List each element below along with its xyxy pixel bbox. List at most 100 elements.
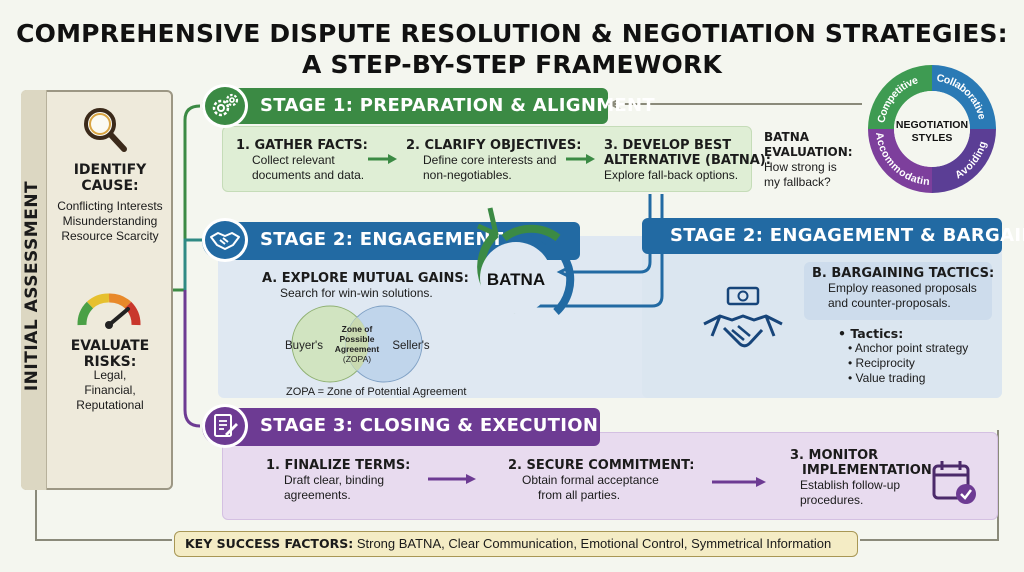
evaluate-risks-list: Legal, Financial, Reputational: [50, 368, 170, 413]
zopa-line: Possible: [340, 334, 375, 344]
develop-batna-title-2: ALTERNATIVE (BATNA):: [604, 153, 771, 168]
gather-facts-title: 1. GATHER FACTS:: [236, 138, 368, 153]
bargaining-title: B. BARGAINING TACTICS:: [812, 266, 995, 281]
identify-cause-list: Conflicting Interests Misunderstanding R…: [50, 199, 170, 244]
connector-to-stage3: [183, 290, 201, 428]
style-collaborative-segment: [932, 65, 996, 129]
stage1-step1: 1. GATHER FACTS: Collect relevant docume…: [236, 138, 376, 183]
tactics-list: • Tactics: • Anchor point strategy • Rec…: [838, 326, 998, 386]
initial-assessment-label: INITIAL ASSESSMENT: [22, 180, 42, 392]
stage1-step2: 2. CLARIFY OBJECTIVES: Define core inter…: [406, 138, 582, 183]
bargaining-tactics-box: [804, 262, 992, 320]
monitor-desc-1: Establish follow-up: [800, 478, 901, 492]
stage1-steps-box: [222, 126, 752, 192]
document-pen-icon: [202, 404, 248, 448]
style-competitive-segment: [868, 65, 932, 129]
stage3-panel: [222, 432, 998, 520]
tactic-item: • Reciprocity: [848, 356, 915, 370]
key-text: Strong BATNA, Clear Communication, Emoti…: [356, 536, 832, 551]
stage1-title: STAGE 1: PREPARATION & ALIGNMENT: [260, 95, 655, 116]
zopa-line: Zone of: [342, 324, 373, 334]
arrow-right-icon: [368, 154, 397, 164]
clarify-objectives-desc: Define core interests and non-negotiable…: [423, 153, 557, 182]
page-title: COMPREHENSIVE DISPUTE RESOLUTION & NEGOT…: [0, 18, 1024, 80]
stage3-step2: 2. SECURE COMMITMENT: Obtain formal acce…: [508, 458, 698, 503]
title-line-2: A STEP-BY-STEP FRAMEWORK: [302, 50, 722, 79]
batna-evaluation: BATNA EVALUATION: How strong is my fallb…: [764, 130, 864, 190]
identify-item: Misunderstanding: [62, 214, 158, 228]
initial-assessment-bar: [21, 90, 47, 490]
mutual-gains-title: A. EXPLORE MUTUAL GAINS:: [262, 271, 469, 286]
arrow-right-icon: [712, 477, 766, 487]
negotiation-styles-wheel: Competitive Collaborative Avoiding Accom…: [862, 62, 996, 193]
style-avoiding-segment: [932, 129, 996, 193]
batna-cycle: BATNA: [476, 194, 664, 315]
stage1-step3: 3. DEVELOP BEST ALTERNATIVE (BATNA): Exp…: [604, 138, 771, 183]
money-handshake-icon: [703, 286, 783, 348]
styles-return-arrowhead: [607, 98, 621, 110]
gears-icon: [202, 84, 248, 128]
monitor-title-1: 3. MONITOR: [790, 448, 879, 463]
batna-eval-title-1: BATNA: [764, 130, 810, 144]
magnifier-icon: [84, 108, 127, 152]
stage3-header: STAGE 3: CLOSING & EXECUTION: [202, 404, 600, 448]
stage3-step1: 1. FINALIZE TERMS: Draft clear, binding …: [266, 458, 436, 503]
connector-to-stage1: [173, 104, 201, 292]
connector-to-stage2: [183, 238, 202, 290]
seller-label: Seller's: [392, 340, 430, 352]
stage3-title: STAGE 3: CLOSING & EXECUTION: [260, 415, 599, 436]
tactic-item: • Value trading: [848, 371, 926, 385]
key-success-factors: KEY SUCCESS FACTORS: Strong BATNA, Clear…: [174, 531, 858, 557]
stage3-step3: 3. MONITOR IMPLEMENTATION Establish foll…: [790, 448, 940, 508]
finalize-terms-desc-2: agreements.: [284, 488, 351, 502]
stage3-to-key-line: [860, 430, 999, 541]
bargaining-tactics: B. BARGAINING TACTICS: Employ reasoned p…: [812, 266, 995, 311]
stage2-title: STAGE 2: ENGAGEMENT: [260, 229, 504, 250]
tactic-item: • Anchor point strategy: [848, 341, 969, 355]
stage2b-header: STAGE 2: ENGAGEMENT & BARGAINING: [642, 218, 1024, 254]
calendar-check-icon: [932, 461, 976, 504]
batna-eval-title-2: EVALUATION:: [764, 145, 853, 159]
risk-item: Reputational: [76, 398, 144, 412]
arrow-right-icon: [566, 154, 595, 164]
style-accommodating-segment: [868, 129, 932, 193]
batna-eval-desc-1: How strong is: [764, 160, 837, 174]
develop-batna-desc: Explore fall-back options.: [604, 168, 739, 182]
monitor-title-2: IMPLEMENTATION: [802, 463, 932, 478]
bargaining-desc-1: Employ reasoned proposals: [828, 281, 977, 295]
secure-commitment-desc-2: from all parties.: [538, 488, 621, 502]
styles-center-2: STYLES: [912, 132, 953, 144]
bargaining-desc-2: and counter-proposals.: [828, 296, 951, 310]
initial-to-key-line: [35, 490, 172, 541]
zopa-venn-diagram: Buyer's Seller's Zone of Possible Agreem…: [285, 305, 430, 383]
secure-commitment-desc-1: Obtain formal acceptance: [522, 473, 659, 487]
buyer-label: Buyer's: [285, 340, 323, 352]
gather-facts-desc: Collect relevant documents and data.: [252, 153, 365, 182]
finalize-terms-desc-1: Draft clear, binding: [284, 473, 385, 487]
explore-mutual-gains: A. EXPLORE MUTUAL GAINS: Search for win-…: [262, 271, 482, 301]
monitor-desc-2: procedures.: [800, 493, 864, 507]
zopa-line: (ZOPA): [343, 354, 371, 364]
develop-batna-title-1: 3. DEVELOP BEST: [604, 138, 732, 153]
batna-cycle-label: BATNA: [487, 270, 545, 289]
mutual-gains-desc: Search for win-win solutions.: [280, 286, 433, 300]
title-line-1: COMPREHENSIVE DISPUTE RESOLUTION & NEGOT…: [16, 19, 1008, 48]
identify-item: Conflicting Interests: [57, 199, 163, 213]
batna-eval-desc-2: my fallback?: [764, 175, 831, 189]
secure-commitment-title: 2. SECURE COMMITMENT:: [508, 458, 695, 473]
styles-center-1: NEGOTIATION: [896, 119, 968, 131]
evaluate-risks-title: EVALUATE RISKS:: [70, 338, 150, 370]
clarify-objectives-title: 2. CLARIFY OBJECTIVES:: [406, 138, 582, 153]
identify-cause-title: IDENTIFY CAUSE:: [73, 162, 147, 194]
identify-item: Resource Scarcity: [61, 229, 159, 243]
risk-item: Financial,: [84, 383, 136, 397]
stage2b-title: STAGE 2: ENGAGEMENT & BARGAINING: [670, 225, 1024, 246]
stage1-header: STAGE 1: PREPARATION & ALIGNMENT: [202, 84, 655, 128]
risk-item: Legal,: [93, 368, 127, 382]
arrow-right-icon: [428, 474, 476, 484]
risk-gauge-icon: [77, 293, 141, 329]
tactics-title: • Tactics:: [838, 326, 904, 341]
zopa-line: Agreement: [335, 344, 380, 354]
zopa-note: ZOPA = Zone of Potential Agreement: [286, 386, 467, 398]
